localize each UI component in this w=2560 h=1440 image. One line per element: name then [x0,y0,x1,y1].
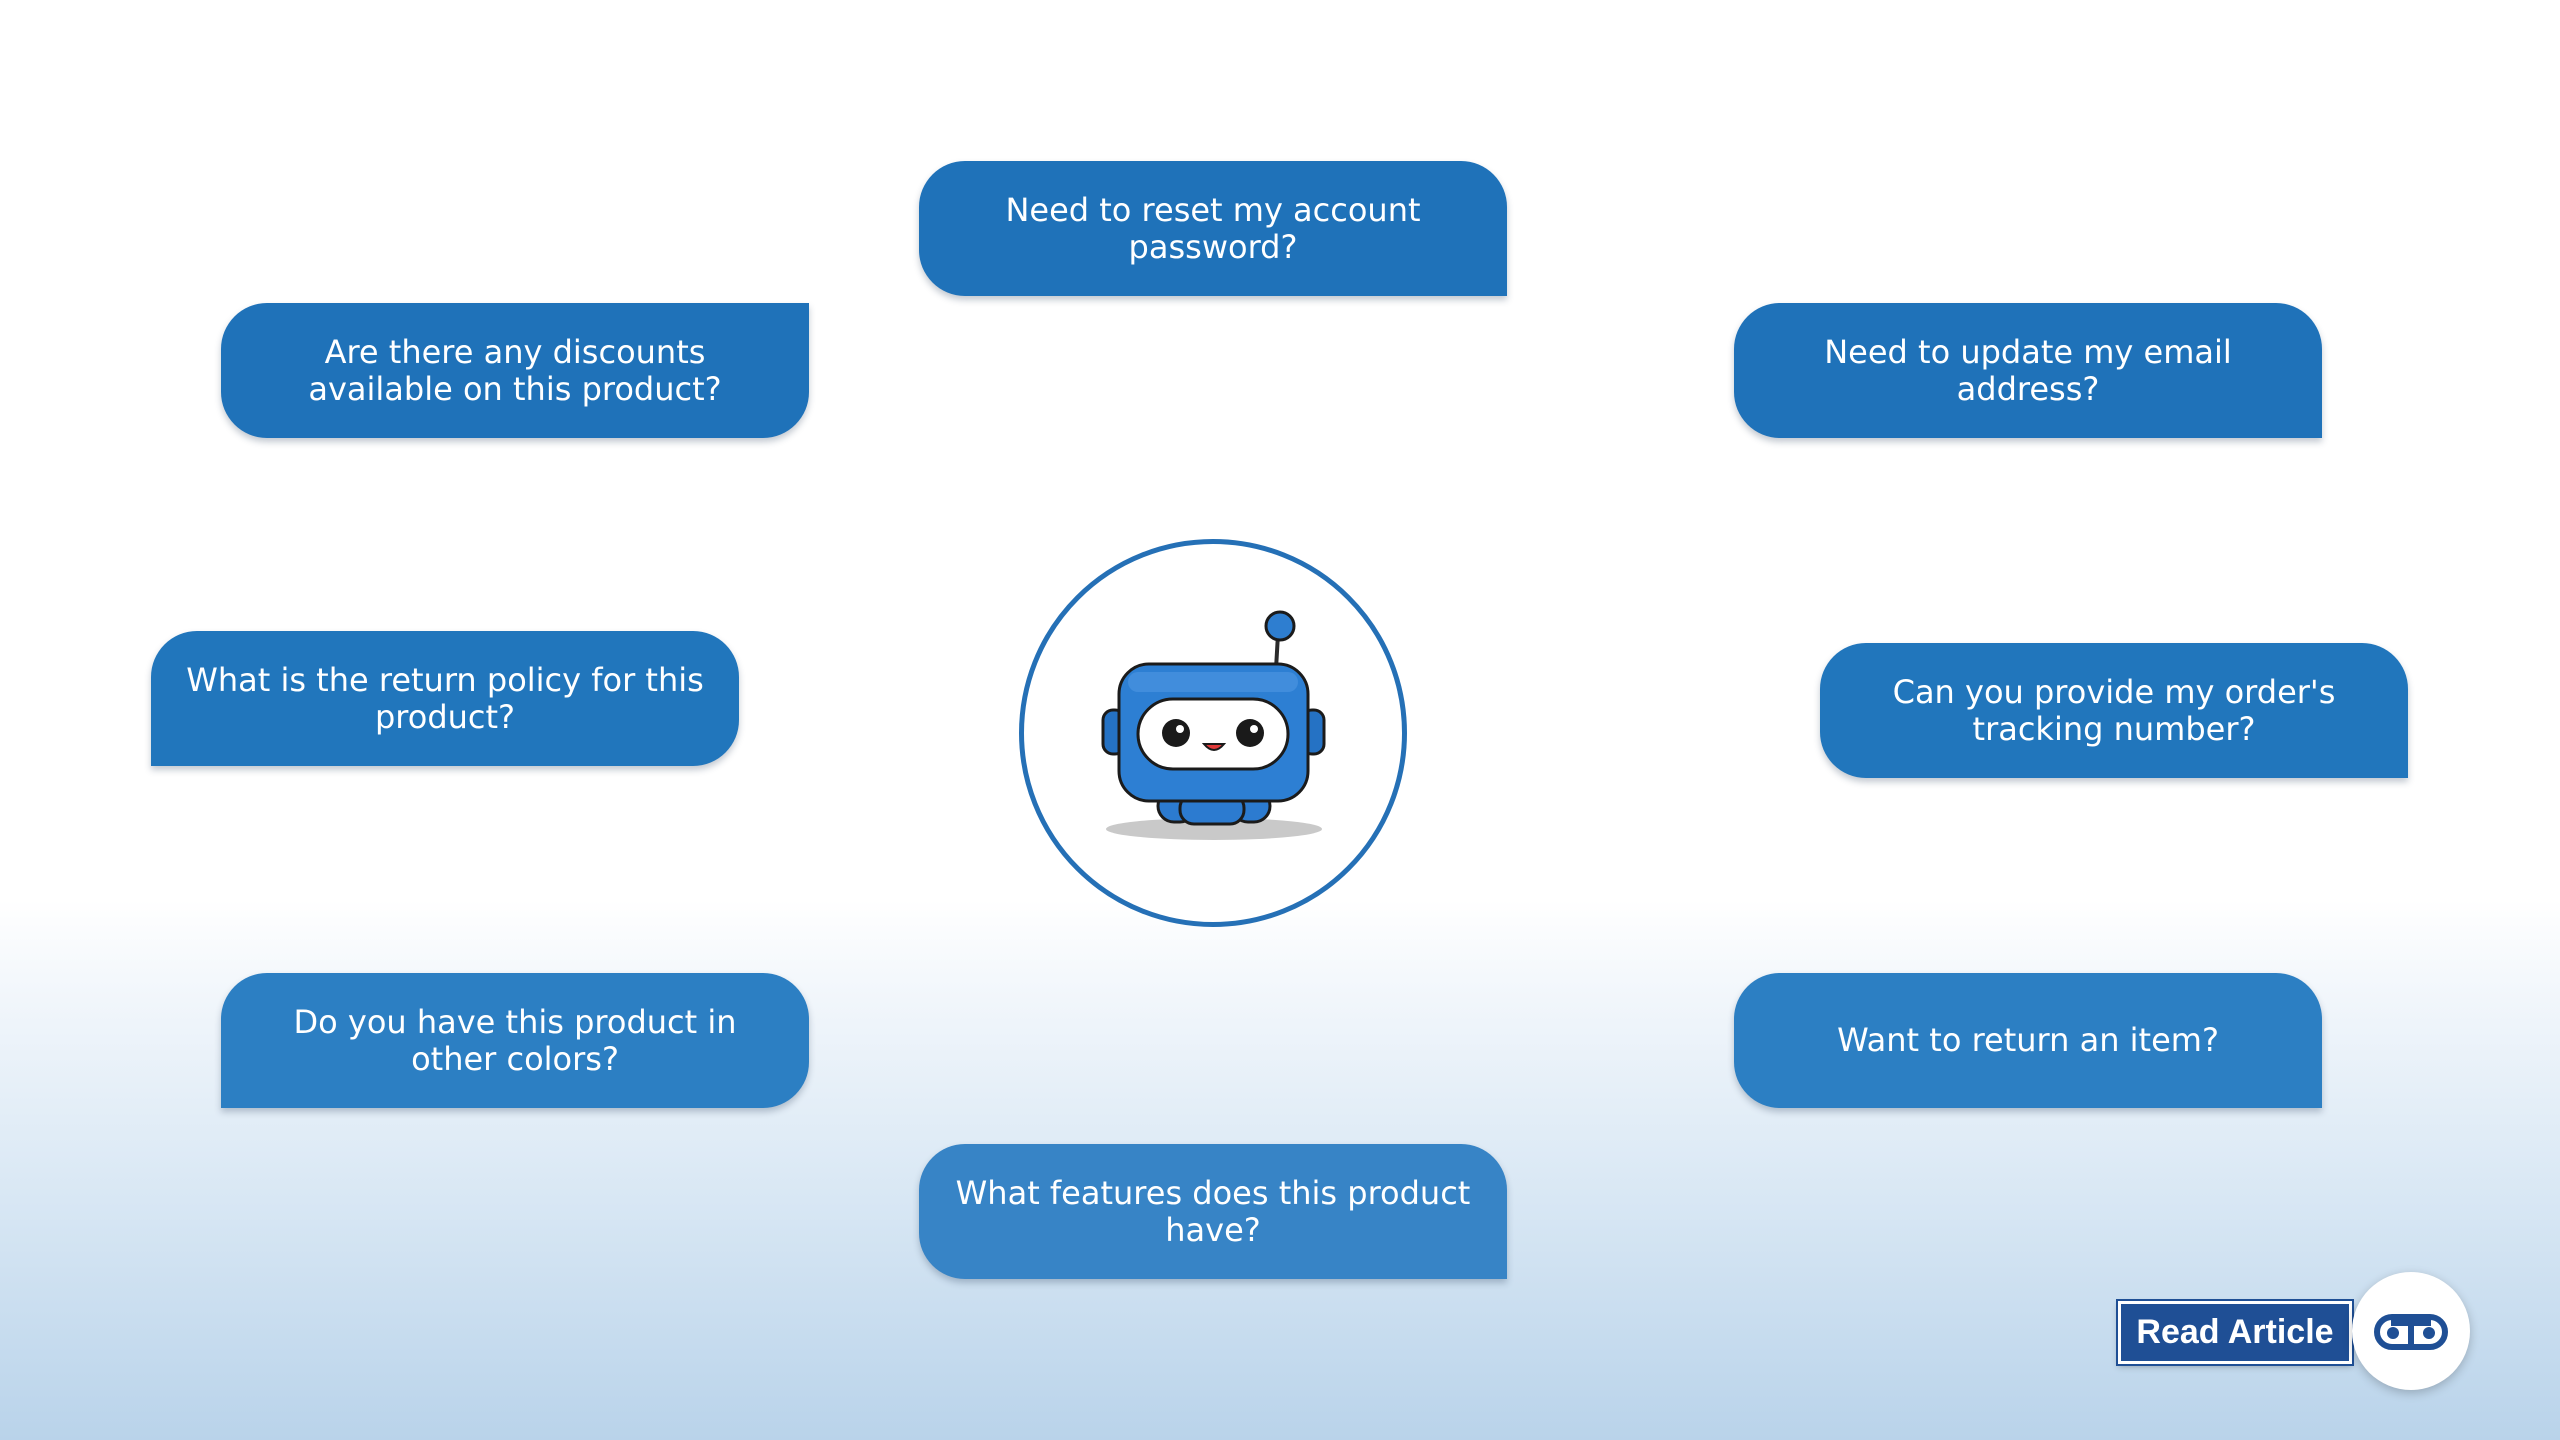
robot-icon [1101,610,1326,840]
chat-bubble-text: What features does this product have? [955,1173,1471,1249]
chat-bubble-reset-password: Need to reset my account password? [919,161,1507,296]
chat-bubble-return-policy: What is the return policy for this produ… [151,631,739,766]
chat-bubble-text: Do you have this product in other colors… [293,1002,737,1078]
chat-bubble-text: What is the return policy for this produ… [186,660,704,736]
chat-bubble-tracking-number: Can you provide my order's tracking numb… [1820,643,2408,778]
chat-bubble-text: Want to return an item? [1837,1021,2219,1059]
chat-bubble-features: What features does this product have? [919,1144,1507,1279]
chat-bubble-return-item: Want to return an item? [1734,973,2322,1108]
chat-bubble-update-email: Need to update my email address? [1734,303,2322,438]
brand-logo-icon [2374,1314,2448,1350]
chat-bubble-other-colors: Do you have this product in other colors… [221,973,809,1108]
chat-bubble-text: Need to reset my account password? [1005,190,1421,266]
read-article-label: Read Article [2136,1313,2334,1351]
chat-bubble-text: Need to update my email address? [1824,332,2232,408]
read-article-button[interactable]: Read Article [2116,1299,2354,1366]
chat-bubble-text: Are there any discounts available on thi… [308,332,722,408]
chat-bubble-text: Can you provide my order's tracking numb… [1892,672,2336,748]
chat-bubble-discounts: Are there any discounts available on thi… [221,303,809,438]
brand-logo-button[interactable] [2352,1272,2470,1390]
robot-avatar-circle [1019,539,1407,927]
